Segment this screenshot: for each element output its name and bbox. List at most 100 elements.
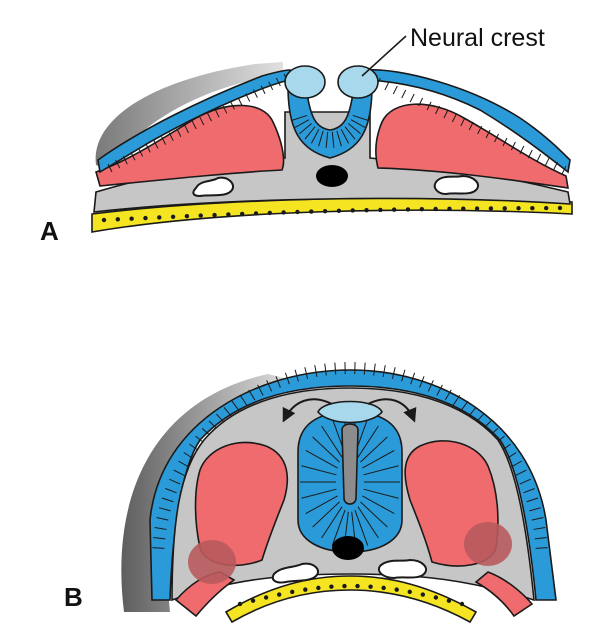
ectoderm-cell <box>561 165 567 175</box>
panel-a: Neural crest A <box>40 24 573 246</box>
ectoderm-cell <box>510 141 516 151</box>
ectoderm-cell <box>245 93 251 102</box>
endoderm-dot <box>336 208 342 214</box>
neural-plate-cell <box>352 114 369 121</box>
neural-plate-cell <box>299 123 312 135</box>
endoderm-dot <box>239 211 245 217</box>
ectoderm-cell <box>544 157 550 167</box>
endoderm-dot <box>290 589 295 595</box>
ectoderm-cell <box>168 132 174 141</box>
ectoderm-cell <box>391 367 396 380</box>
endoderm-dot <box>355 583 360 589</box>
neural-plate-cell <box>304 126 316 140</box>
panel-b-neural-canal <box>341 423 359 505</box>
neural-tube-cell <box>301 488 337 499</box>
endoderm-dot <box>405 207 411 212</box>
endoderm-dot <box>530 205 535 211</box>
ectoderm-cell <box>266 380 273 392</box>
ectoderm-cell <box>460 400 469 411</box>
ectoderm-cell <box>260 85 266 94</box>
ectoderm-cell <box>239 394 248 406</box>
neural-tube-cell <box>354 509 369 546</box>
neural-plate-cell <box>325 131 329 148</box>
ectoderm-cell <box>153 536 166 540</box>
ectoderm-cell <box>130 152 136 161</box>
endoderm-dot <box>263 595 269 600</box>
ectoderm-cell <box>169 478 181 485</box>
panel-b-left-sclerotome <box>188 540 236 584</box>
endoderm-dot <box>157 215 162 220</box>
endoderm-dot <box>368 584 373 589</box>
ectoderm-cell <box>519 478 531 485</box>
ectoderm-cell <box>257 384 264 396</box>
endoderm-dot <box>459 601 465 607</box>
endoderm-dot <box>253 211 259 216</box>
neural-tube-cell <box>362 495 395 515</box>
endoderm-dot <box>309 209 314 214</box>
panel-a-left-vessel <box>192 176 234 198</box>
neural-tube-cell <box>357 425 379 458</box>
ectoderm-cell <box>477 125 483 135</box>
endoderm-dot <box>407 589 412 595</box>
ectoderm-cell <box>527 149 533 159</box>
neural-plate-cell <box>331 131 335 148</box>
ectoderm-cell <box>153 140 159 149</box>
panel-b-left-somite <box>194 441 289 567</box>
panel-a-neural-plate-cells <box>291 114 369 148</box>
ectoderm-cell <box>324 363 327 376</box>
ectoderm-cell <box>526 497 539 503</box>
endoderm-dot <box>267 210 273 216</box>
neural-tube-cell <box>360 436 388 463</box>
ectoderm-cell <box>248 389 256 401</box>
neural-tube-cell <box>360 501 388 528</box>
endoderm-dot <box>446 598 452 603</box>
ectoderm-cell <box>176 128 182 138</box>
ectoderm-cell <box>401 369 406 382</box>
endoderm-dot <box>543 205 549 211</box>
endoderm-dot <box>433 595 439 600</box>
ectoderm-cell <box>373 363 376 376</box>
ectoderm-cell <box>231 400 240 411</box>
panel-a-notochord <box>316 165 348 187</box>
neural-plate-cell <box>340 129 350 144</box>
neural-tube-cell <box>312 436 340 463</box>
panel-a-endoderm-dots <box>101 205 563 223</box>
ectoderm-cell <box>222 105 228 114</box>
ectoderm-cell <box>304 367 309 380</box>
ectoderm-cell <box>252 89 258 98</box>
ectoderm-cell <box>275 376 281 388</box>
ectoderm-cell <box>452 394 461 406</box>
ectoderm-cell <box>382 365 386 378</box>
ectoderm-cell <box>401 89 407 99</box>
ectoderm-cell <box>531 517 544 521</box>
endoderm-dot <box>420 592 426 597</box>
neural-tube-cell <box>321 425 343 458</box>
neural-tube-cell <box>305 449 338 469</box>
ectoderm-cell <box>523 488 535 494</box>
endoderm-dot <box>447 206 452 212</box>
endoderm-dot <box>170 214 176 220</box>
panel-b-right-lateral-mesoderm <box>474 571 534 618</box>
endoderm-dot <box>474 206 480 211</box>
ectoderm-cell <box>515 469 527 476</box>
neural-plate-cell <box>291 114 308 121</box>
panel-b-endoderm-dots <box>237 583 465 607</box>
endoderm-dot <box>433 206 438 212</box>
endoderm-dot <box>461 206 466 211</box>
ectoderm-cell <box>178 460 190 468</box>
ectoderm-cell <box>191 120 197 130</box>
ectoderm-cell <box>294 369 299 382</box>
neural-tube-cell <box>321 506 343 539</box>
ectoderm-cell <box>268 81 274 91</box>
ectoderm-cell <box>436 384 443 396</box>
ectoderm-cell <box>165 488 177 494</box>
ectoderm-cell <box>392 85 398 95</box>
panel-b-right-migration-arrow <box>367 398 417 423</box>
ectoderm-cell <box>237 97 243 106</box>
panel-b-letter: B <box>64 582 83 612</box>
neural-tube-cell <box>312 501 340 528</box>
neural-plate-cell <box>294 119 310 128</box>
endoderm-dot <box>250 598 256 603</box>
ectoderm-cell <box>427 380 434 392</box>
neural-plate-cell <box>344 126 356 140</box>
